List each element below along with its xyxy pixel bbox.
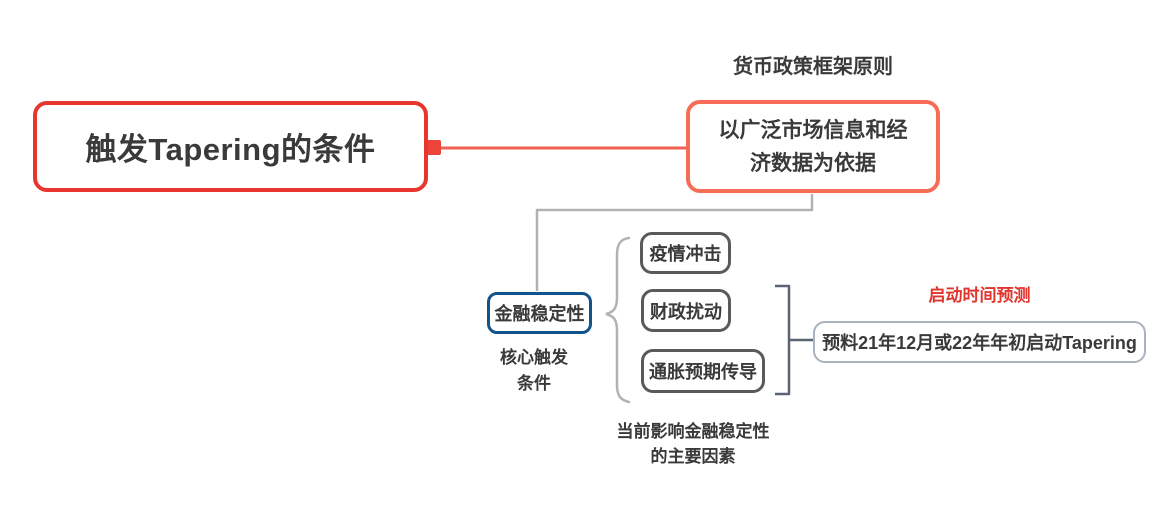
factor-pandemic-label: 疫情冲击 xyxy=(649,244,722,264)
node-root-topic[interactable]: 触发Tapering的条件 xyxy=(33,101,428,192)
principle-label: 以广泛市场信息和经济数据为依据 xyxy=(718,118,908,175)
principle-to-trigger-connector xyxy=(535,194,814,291)
node-prediction[interactable]: 预料21年12月或22年年初启动Tapering xyxy=(813,321,1146,363)
factors-caption: 当前影响金融稳定性的主要因素 xyxy=(615,419,771,469)
factor-inflation-label: 通胀预期传导 xyxy=(649,362,757,382)
trigger-caption: 核心触发条件 xyxy=(499,345,569,397)
prediction-label: 预料21年12月或22年年初启动Tapering xyxy=(822,333,1137,353)
prediction-caption-text: 启动时间预测 xyxy=(928,286,1031,305)
principle-caption-text: 货币政策框架原则 xyxy=(733,56,893,78)
principle-caption: 货币政策框架原则 xyxy=(686,50,940,79)
factors-caption-text: 当前影响金融稳定性的主要因素 xyxy=(616,422,770,466)
node-factor-inflation[interactable]: 通胀预期传导 xyxy=(641,349,765,393)
node-factor-fiscal[interactable]: 财政扰动 xyxy=(641,289,731,332)
connector-plug-icon xyxy=(424,140,441,155)
factors-prediction-bracket xyxy=(775,284,791,396)
trigger-caption-text: 核心触发条件 xyxy=(500,348,568,393)
root-topic-label: 触发Tapering的条件 xyxy=(85,132,376,167)
financial-stability-label: 金融稳定性 xyxy=(494,304,585,324)
node-principle[interactable]: 以广泛市场信息和经济数据为依据 xyxy=(686,100,940,193)
trigger-factors-brace xyxy=(605,236,631,404)
node-financial-stability[interactable]: 金融稳定性 xyxy=(487,292,592,334)
node-factor-pandemic[interactable]: 疫情冲击 xyxy=(640,232,731,274)
prediction-caption: 启动时间预测 xyxy=(813,281,1146,306)
factor-fiscal-label: 财政扰动 xyxy=(650,301,722,322)
